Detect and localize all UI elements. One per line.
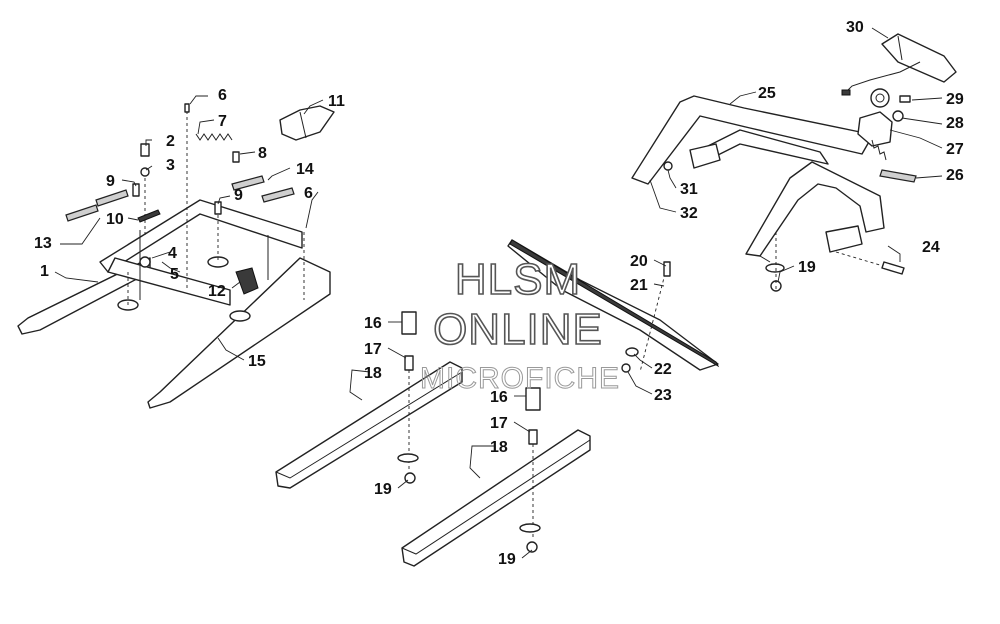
bracket-31 (689, 143, 721, 169)
bolt-17a (404, 355, 414, 371)
wire-connector (841, 89, 851, 96)
bolt-24 (881, 261, 905, 275)
bolt-32 (663, 161, 673, 171)
callout-19c: 19 (798, 259, 816, 276)
front-cross-member (107, 257, 231, 306)
callout-17b: 17 (490, 415, 508, 432)
callout-18b: 18 (490, 439, 508, 456)
callout-21: 21 (630, 277, 648, 294)
bolt-center (214, 201, 222, 215)
callout-20: 20 (630, 253, 648, 270)
pin-small (232, 151, 240, 163)
washer-19a (397, 453, 419, 463)
callout-24: 24 (922, 239, 940, 256)
callout-19b: 19 (498, 551, 516, 568)
bracket-24 (825, 225, 863, 253)
bolt-29 (899, 95, 911, 103)
callout-27: 27 (946, 141, 964, 158)
callout-labels: 1 2 3 4 5 6 6 7 8 9 9 10 11 12 13 14 15 … (34, 19, 964, 568)
hitch-ring (870, 88, 890, 108)
callout-4: 4 (168, 245, 177, 262)
watermark-line-3: MICROFICHE (420, 362, 620, 395)
flap-panel (507, 239, 720, 373)
callout-8: 8 (258, 145, 267, 162)
callout-16b: 16 (490, 389, 508, 406)
pin (184, 103, 190, 113)
leader-lines (54, 27, 943, 559)
callout-6b: 6 (304, 185, 313, 202)
pad-strip-14b (261, 187, 295, 203)
callout-29: 29 (946, 91, 964, 108)
nut-23 (621, 363, 631, 373)
nut-center (139, 256, 151, 268)
rear-cross-member (99, 199, 303, 273)
bolt (140, 143, 150, 157)
washer-28 (892, 110, 904, 122)
callout-10: 10 (106, 211, 124, 228)
callout-5: 5 (170, 266, 179, 283)
bolt-17b (528, 429, 538, 445)
rail-cup-right (229, 310, 251, 322)
seat-base-assembly (17, 103, 335, 409)
pad-strip-13b (95, 189, 129, 207)
callout-17a: 17 (364, 341, 382, 358)
watermark-line-2: ONLINE (433, 305, 603, 354)
callout-32: 32 (680, 205, 698, 222)
callout-6a: 6 (218, 87, 227, 104)
rear-bumper-assembly (631, 33, 957, 292)
bolt-left (132, 183, 140, 197)
callout-22: 22 (654, 361, 672, 378)
watermark: HLSM ONLINE MICROFICHE (420, 254, 620, 395)
callout-12: 12 (208, 283, 226, 300)
callout-2: 2 (166, 133, 175, 150)
pad-strip-13 (65, 204, 99, 222)
tail-light (881, 33, 957, 83)
callout-15: 15 (248, 353, 266, 370)
bumper-right-loop (745, 161, 885, 257)
callout-3: 3 (166, 157, 175, 174)
nut-19b (526, 541, 538, 553)
callout-11: 11 (328, 93, 345, 110)
spring (195, 133, 233, 141)
watermark-line-1: HLSM (455, 255, 581, 304)
pad-strip-14a (231, 175, 265, 191)
tail-light-wire (845, 61, 921, 93)
callout-9a: 9 (106, 173, 115, 190)
washer-19c (765, 263, 785, 273)
callout-13: 13 (34, 235, 52, 252)
callout-31: 31 (680, 181, 698, 198)
callout-1: 1 (40, 263, 49, 280)
bumper-pad (279, 105, 335, 141)
bolt-20 (663, 261, 671, 277)
callout-19a: 19 (374, 481, 392, 498)
washer-19b (519, 523, 541, 533)
callout-25: 25 (758, 85, 776, 102)
spacer-16b (525, 387, 541, 411)
callout-23: 23 (654, 387, 672, 404)
latch-bracket (235, 267, 259, 295)
callout-18a: 18 (364, 365, 382, 382)
reflector-strip (879, 169, 917, 183)
skid-rail-upper (275, 311, 463, 489)
callout-30: 30 (846, 19, 864, 36)
pad-10 (137, 209, 161, 223)
callout-9b: 9 (234, 187, 243, 204)
callout-28: 28 (946, 115, 964, 132)
nut (140, 167, 150, 177)
callout-16a: 16 (364, 315, 382, 332)
callout-14: 14 (296, 161, 314, 178)
callout-26: 26 (946, 167, 964, 184)
skid-rail-lower (401, 387, 591, 567)
spacer-16a (401, 311, 417, 335)
tow-hitch (857, 111, 893, 147)
callout-7: 7 (218, 113, 227, 130)
washer-22 (625, 347, 639, 357)
